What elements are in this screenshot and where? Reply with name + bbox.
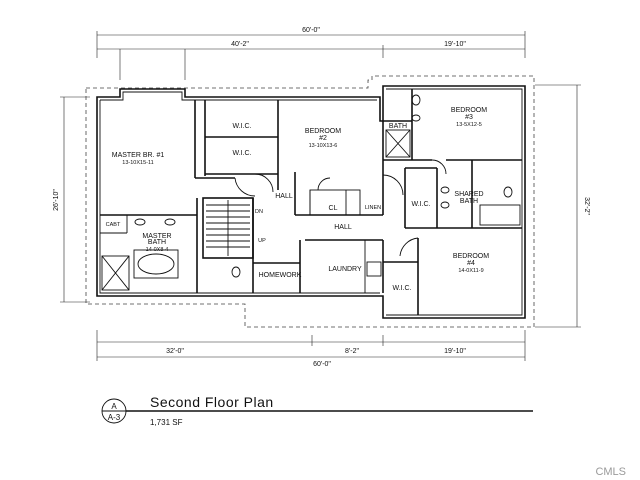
bedroom-3-number: #3 — [465, 114, 473, 121]
wic-3-label: W.I.C. — [411, 201, 430, 208]
bath-label: BATH — [389, 123, 407, 130]
floor-below-outline — [85, 75, 535, 328]
shared-bath-label-2: BATH — [460, 198, 478, 205]
watermark-text: CMLS — [595, 466, 626, 478]
plan-title: Second Floor Plan — [150, 394, 274, 410]
linen-label: LINEN — [365, 205, 381, 211]
stair-down-label: DN — [255, 209, 263, 215]
wic-4-label: W.I.C. — [392, 285, 411, 292]
bottom-dimension-lines — [96, 330, 526, 361]
hall-lower-label: HALL — [334, 224, 352, 231]
master-bath-size: 14-0X8-4 — [146, 247, 169, 253]
bedroom-4-number: #4 — [467, 260, 475, 267]
master-bedroom-label: MASTER BR. #1 — [112, 152, 165, 159]
bedroom-2-number: #2 — [319, 135, 327, 142]
bedroom-2-size: 13-10X13-6 — [309, 143, 338, 149]
stair-up-label: UP — [258, 238, 266, 244]
homework-label: HOMEWORK — [259, 272, 302, 279]
master-bedroom-size: 13-10X15-11 — [122, 160, 153, 166]
bedroom-4-size: 14-0X11-9 — [458, 268, 483, 274]
dim-bottom-overall: 60'-0" — [313, 361, 331, 368]
plan-area: 1,731 SF — [150, 418, 183, 427]
room-labels: MASTER BR. #1 13-10X15-11 BEDROOM #2 13-… — [106, 107, 490, 292]
wic-2-label: W.I.C. — [232, 150, 251, 157]
dim-top-overall: 60'-0" — [302, 27, 320, 34]
dim-bottom-right: 19'-10" — [444, 348, 466, 355]
laundry-label: LAUNDRY — [328, 266, 362, 273]
interior-walls — [100, 89, 522, 315]
bedroom-3-label: BEDROOM — [451, 107, 487, 114]
fixtures — [101, 94, 521, 291]
dim-bottom-left: 32'-0" — [166, 348, 184, 355]
bedroom-3-size: 13-5X12-5 — [456, 122, 482, 128]
bedroom-2-label: BEDROOM — [305, 128, 341, 135]
shared-bath-label: SHARED — [454, 191, 483, 198]
dim-left-height: 26'-10" — [53, 189, 60, 211]
side-dimension-lines — [60, 84, 581, 328]
hall-upper-label: HALL — [275, 193, 293, 200]
closet-label: CL — [329, 205, 338, 212]
dim-right-height: 32'-2" — [583, 197, 590, 215]
staircase — [206, 200, 250, 256]
master-bath-label-2: BATH — [148, 239, 166, 246]
wic-1-label: W.I.C. — [232, 123, 251, 130]
section-tag-top: A — [111, 402, 117, 411]
top-dimension-lines — [96, 31, 526, 80]
cabinet-label: CABT — [106, 222, 121, 228]
master-bath-label: MASTER — [142, 233, 171, 240]
dim-bottom-mid: 8'-2" — [345, 348, 359, 355]
bedroom-4-label: BEDROOM — [453, 253, 489, 260]
door-swings — [234, 159, 447, 257]
dim-top-right: 19'-10" — [444, 41, 466, 48]
dim-top-left: 40'-2" — [231, 41, 249, 48]
section-tag-bottom: A-3 — [108, 413, 121, 422]
